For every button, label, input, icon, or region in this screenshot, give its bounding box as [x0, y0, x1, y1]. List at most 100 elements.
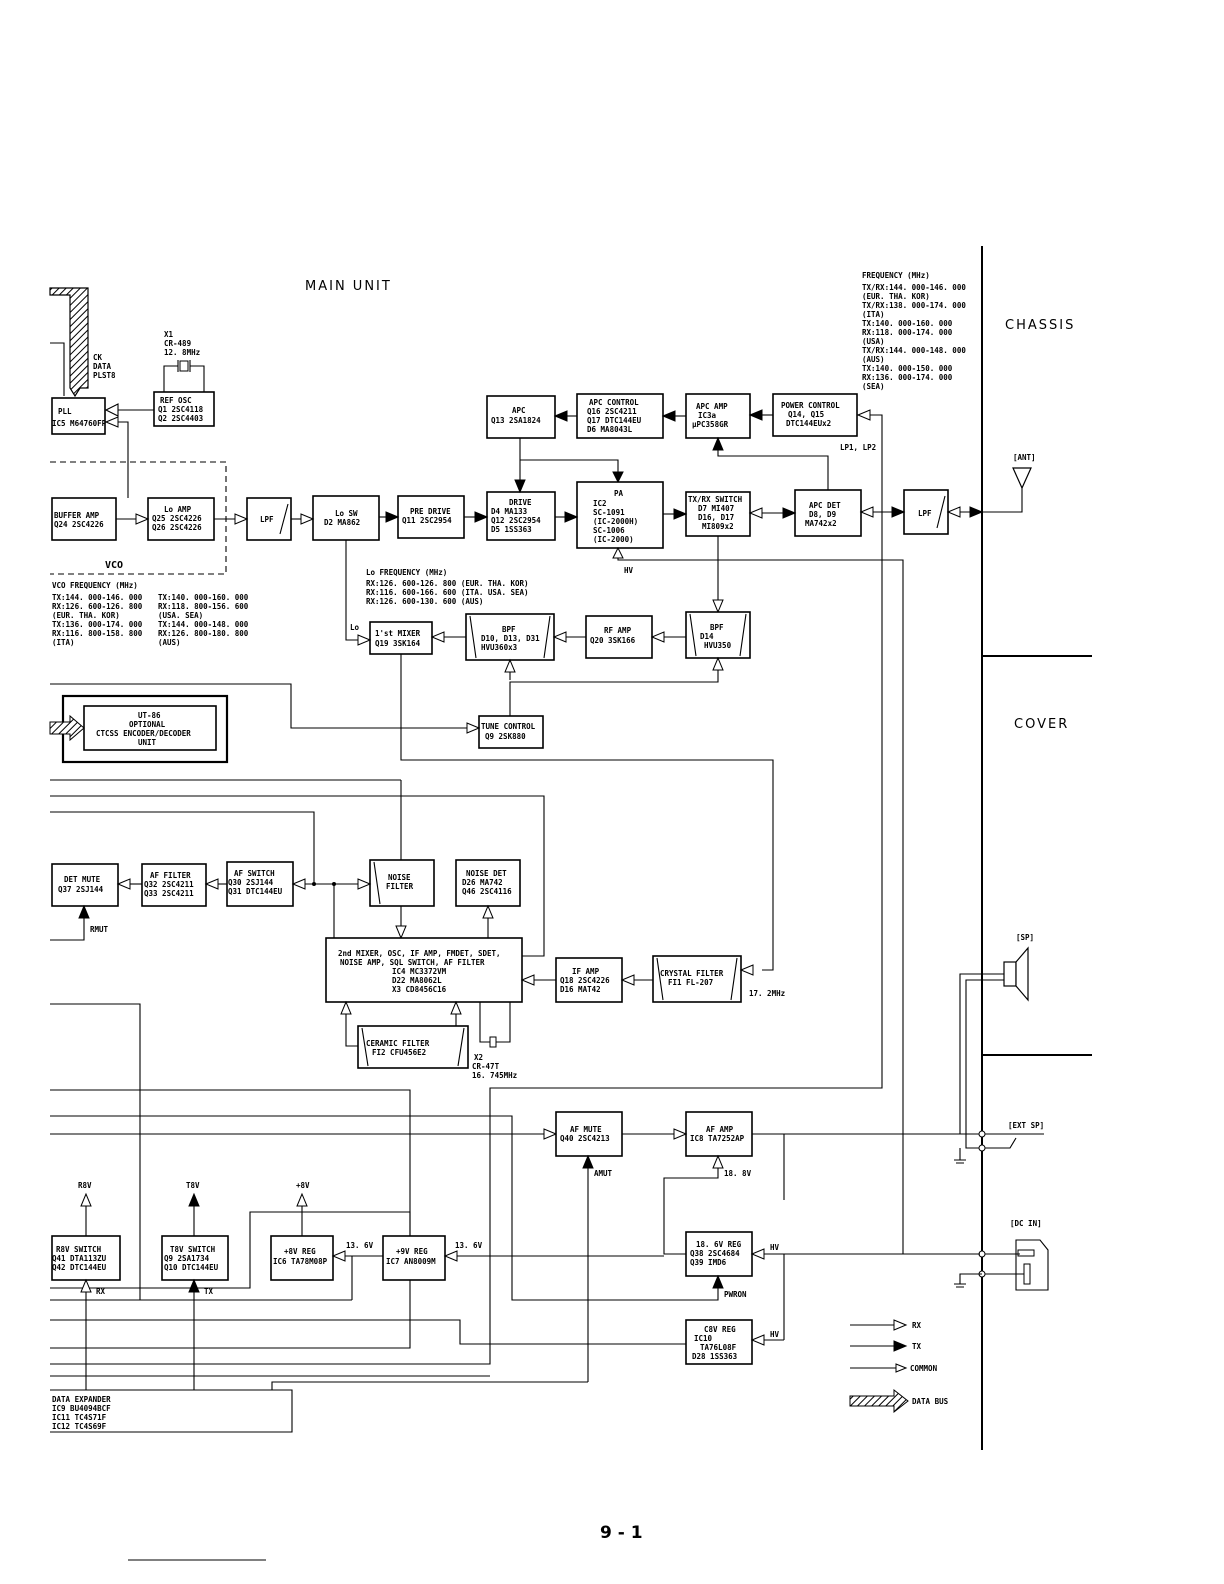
arrow-tx [474, 511, 489, 523]
txrx-switch-part-2: D16, D17 [698, 513, 734, 522]
bpf-block-1 [465, 613, 555, 661]
reg186-part-2: Q39 IMD6 [690, 1258, 727, 1267]
svg-text:Lo FREQUENCY (MHz): Lo FREQUENCY (MHz) [366, 568, 447, 577]
af-mute-part: Q40 2SC4213 [560, 1134, 610, 1143]
lo-amp-block [147, 497, 215, 541]
buffer-amp-label: BUFFER AMP [54, 511, 100, 520]
arrow-tx [661, 410, 676, 422]
reg186-label: 18. 6V REG [696, 1240, 742, 1249]
lpf1-label: LPF [260, 515, 274, 524]
ut86-unit: UNIT [138, 738, 157, 747]
svg-text:CK: CK [93, 353, 103, 362]
buffer-amp-part: Q24 2SC4226 [54, 520, 104, 529]
svg-text:PLST8: PLST8 [93, 371, 116, 380]
arrow-rx [300, 513, 315, 525]
arrow-tx [582, 1154, 594, 1169]
v18-label: 18. 8V [724, 1169, 752, 1178]
noise-filter-label-1: NOISE [388, 873, 411, 882]
apc-control-part-2: Q17 DTC144EU [587, 416, 642, 425]
plus9v-reg-block [382, 1235, 446, 1281]
arrow-rx [712, 656, 724, 671]
r8v-switch-part-2: Q42 DTC144EU [52, 1263, 107, 1272]
arrow-common [750, 1248, 765, 1260]
pa-part-1: SC-1091 [593, 508, 625, 517]
t8v-switch-part-1: Q9 2SA1734 [164, 1254, 210, 1263]
t8v-label: T8V [186, 1181, 200, 1190]
arrow-rx [395, 925, 407, 940]
if-amp-label: IF AMP [572, 967, 600, 976]
bpf1-part-1: D10, D13, D31 [481, 634, 540, 643]
arrow-rx [116, 878, 131, 890]
rx-tag: RX [96, 1287, 106, 1296]
arrow-tx [748, 409, 763, 421]
c8v-reg-part-1: TA76L08F [700, 1343, 737, 1352]
bpf1-label: BPF [502, 625, 516, 634]
plus9v-reg-part: IC7 AN8009M [386, 1257, 436, 1266]
svg-text:(EUR. THA. KOR): (EUR. THA. KOR) [862, 292, 930, 301]
r8v-switch-part-1: Q41 DTA113ZU [52, 1254, 107, 1263]
svg-text:VCO FREQUENCY (MHz): VCO FREQUENCY (MHz) [52, 581, 138, 590]
bus-line-4 [50, 1003, 141, 1300]
vco-feedback [118, 421, 129, 498]
arrow-rx [357, 878, 372, 890]
vco-label: VCO [105, 560, 123, 571]
arrow-tx [712, 436, 724, 451]
ground-icon [954, 1159, 966, 1164]
rf-amp-part: Q20 3SK166 [590, 636, 636, 645]
vco-frame [50, 461, 227, 575]
arrow-tx [673, 508, 688, 520]
noise-det-part-1: D26 MA742 [462, 878, 503, 887]
svg-text:CR-47T: CR-47T [472, 1062, 500, 1071]
arrow-rx [340, 1000, 352, 1015]
arrow-rx [104, 416, 119, 428]
svg-text:TX:140. 000-160. 000: TX:140. 000-160. 000 [158, 593, 249, 602]
noise-det-label: NOISE DET [466, 869, 507, 878]
lo-sw-block [312, 495, 380, 541]
svg-text:(SEA): (SEA) [862, 382, 885, 391]
crystal-filter-part: FI1 FL-207 [668, 978, 713, 987]
frequency-note: FREQUENCY (MHz) TX/RX:144. 000-146. 000 … [862, 271, 966, 391]
x1-crystal: X1 CR-489 12. 8MHz [163, 330, 205, 392]
det-mute-label: DET MUTE [64, 875, 101, 884]
speaker-icon [1003, 961, 1017, 987]
pll-part: IC5 M64760FP [52, 419, 107, 428]
apc-amp-part-1: IC3a [698, 411, 717, 420]
svg-text:X1: X1 [164, 330, 174, 339]
arrow-rx [712, 599, 724, 614]
vco-frequency-note: VCO FREQUENCY (MHz) TX:144. 000-146. 000… [52, 581, 249, 647]
arrow-tx [514, 479, 526, 494]
ut86-optional: OPTIONAL [129, 720, 166, 729]
rf-amp-label: RF AMP [604, 626, 632, 635]
r8v-switch-label: R8V SWITCH [56, 1245, 102, 1254]
txrx-switch-part-3: MI809x2 [702, 522, 734, 531]
svg-text:TX:144. 000-148. 000: TX:144. 000-148. 000 [158, 620, 249, 629]
arrow-rx [466, 722, 481, 734]
pwron-line [50, 1115, 719, 1301]
noise-det-block [455, 859, 521, 907]
amut-bus [271, 1381, 588, 1390]
tune-control-block [478, 715, 544, 749]
power-control-line [50, 414, 883, 1365]
drive-part-3: D5 1SS363 [491, 525, 532, 534]
af-switch-part-2: Q31 DTC144EU [228, 887, 283, 896]
svg-text:(EUR. THA. KOR): (EUR. THA. KOR) [52, 611, 120, 620]
hv-to-pa [617, 558, 904, 574]
arrow-rx [748, 507, 763, 519]
ic4-part-1: IC4 MC3372VM [392, 967, 447, 976]
ant-label: [ANT] [1013, 453, 1036, 462]
c8v-reg-ic: IC10 [694, 1334, 713, 1343]
ic4-desc-2: NOISE AMP, SQL SWITCH, AF FILTER [340, 958, 485, 967]
bus-line-5 [50, 1089, 411, 1349]
pre-drive-label: PRE DRIVE [410, 507, 451, 516]
lo-label: Lo [350, 623, 360, 632]
apc-label: APC [512, 406, 526, 415]
arrow-rx [650, 631, 665, 643]
arrow-rx [234, 513, 249, 525]
v136-label-a: 13. 6V [346, 1241, 374, 1250]
ceramic-filter-part: FI2 CFU456E2 [372, 1048, 426, 1057]
arrow-rx [620, 974, 635, 986]
bus-line-3 [50, 811, 315, 882]
apc-part: Q13 2SA1824 [491, 416, 541, 425]
apc-block [486, 395, 556, 439]
arrow-rx [135, 513, 150, 525]
